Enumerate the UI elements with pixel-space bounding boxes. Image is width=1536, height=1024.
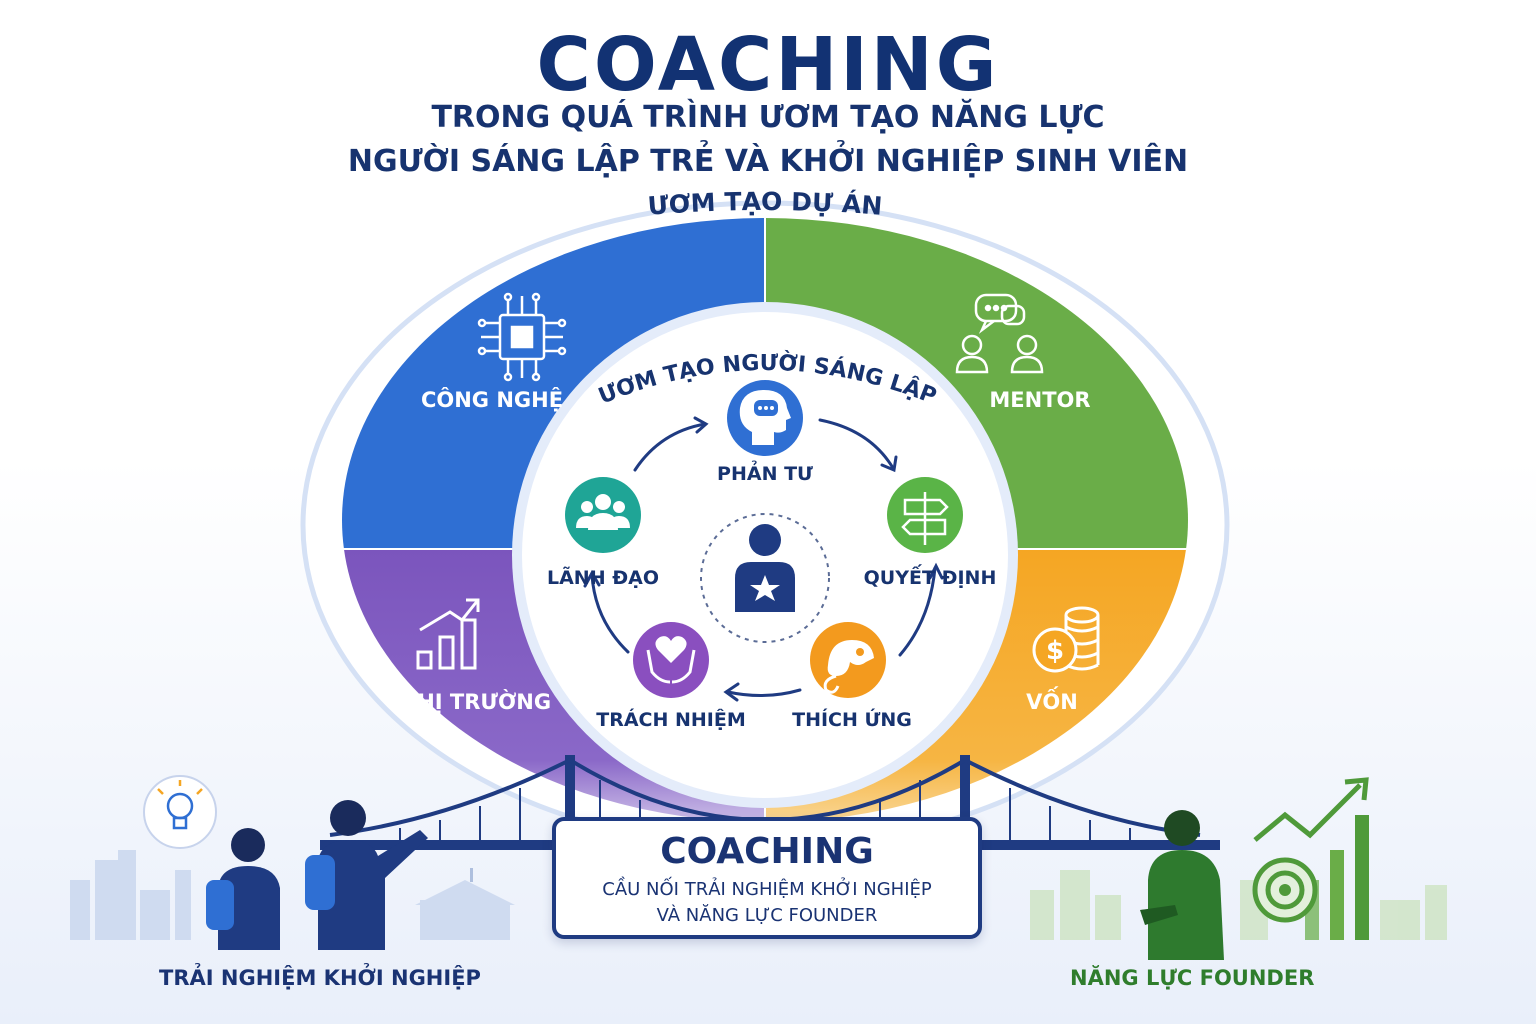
bridge-tower-left [565,755,575,845]
arrowhead [928,562,944,580]
segment-label-von: VỐN [1026,690,1078,714]
arrowhead [723,682,740,702]
arrow-decision-to-adapt [898,566,937,657]
idea-bulb-icon [143,775,217,849]
city-skyline-left [70,850,515,940]
team-icon [576,494,630,530]
arrowhead [880,455,898,473]
node-label-trach-nhiem: TRÁCH NHIỆM [596,709,746,731]
arrow-responsibility-to-leadership [590,573,630,654]
founder-dashed-ring [700,513,830,643]
segment-label-cong-nghe: CÔNG NGHỆ [420,388,564,412]
outer-ring-label: ƯƠM TẠO DỰ ÁN [647,187,884,221]
arrow-adapt-to-responsibility [726,688,802,698]
arrowhead [693,416,709,434]
segment-label-thi-truong: THỊ TRƯỜNG [402,690,552,714]
node-label-lanh-dao: LÃNH ĐẠO [546,567,659,589]
bridge-title: COACHING [660,831,874,872]
bridge-tower-right [960,755,970,845]
backpack [206,880,234,930]
mentor-chat-icon [955,293,1044,374]
node-label-thich-ung: THÍCH ỨNG [792,709,912,731]
bridge-caption-line2: VÀ NĂNG LỰC FOUNDER [656,905,878,926]
arrowhead [583,569,601,588]
subtitle-line2: NGƯỜI SÁNG LẬP TRẺ VÀ KHỞI NGHIỆP SINH V… [347,144,1189,179]
founder-figure [1140,810,1224,960]
founder-star-icon [735,524,795,612]
segment-label-mentor: MENTOR [989,388,1091,412]
circuit-chip-icon [477,292,567,382]
bridge-caption-box: COACHING CẦU NỐI TRẢI NGHIỆM KHỞI NGHIỆP… [552,817,982,939]
growth-chart-icon [416,598,480,670]
main-title: COACHING [536,22,1000,108]
cycle-arrows [583,416,944,702]
chameleon-icon [823,640,874,694]
arrow-reflection-to-decision [818,418,895,470]
backpack [305,855,335,910]
node-label-phan-tu: PHẢN TƯ [717,463,813,485]
bridge-caption-line1: CẦU NỐI TRẢI NGHIỆM KHỞI NGHIỆP [602,879,932,900]
subtitle-line1: TRONG QUÁ TRÌNH ƯƠM TẠO NĂNG LỰC [431,100,1105,135]
coins-dollar-icon: $ [1032,606,1100,673]
node-label-quyet-dinh: QUYẾT ĐỊNH [863,567,997,589]
student-boy-figure [305,800,428,950]
left-bottom-label: TRẢI NGHIỆM KHỞI NGHIỆP [159,966,481,990]
arrow-leadership-to-reflection [633,422,707,472]
svg-text:$: $ [1046,636,1064,666]
right-bottom-label: NĂNG LỰC FOUNDER [1070,966,1315,990]
student-girl-figure [206,828,280,950]
signpost-icon [901,492,949,545]
growth-target-icon [1252,777,1369,940]
reflection-head-icon [739,390,791,445]
heart-hands-icon [646,636,696,684]
